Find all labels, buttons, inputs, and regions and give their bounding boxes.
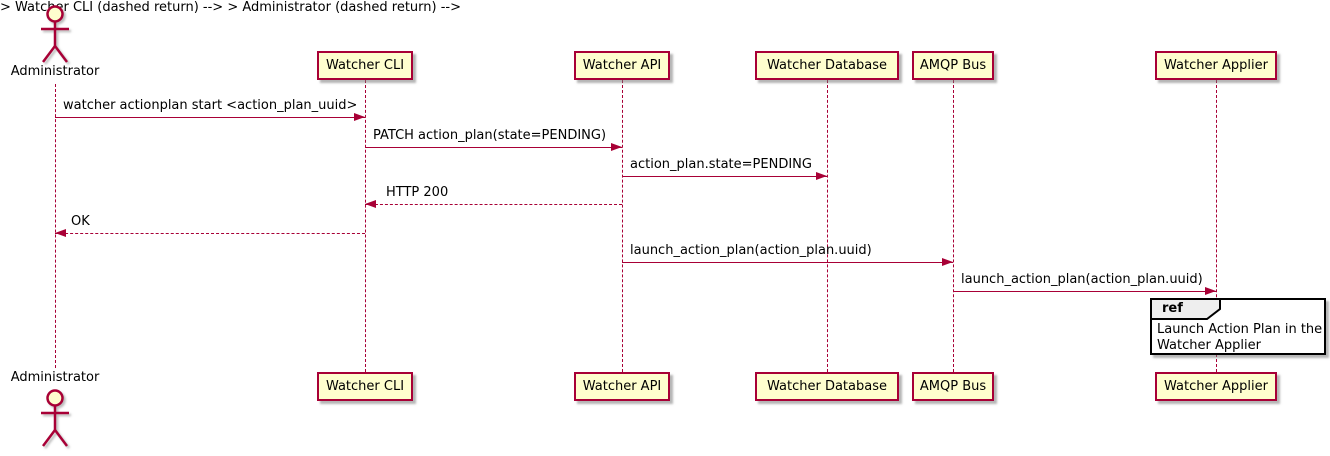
message-label: HTTP 200 <box>386 185 449 200</box>
message-line <box>622 262 953 263</box>
arrowhead-right-icon <box>1205 287 1216 295</box>
lifeline-watcher-api <box>622 80 623 372</box>
message-label: launch_action_plan(action_plan.uuid) <box>630 243 872 258</box>
message-label: PATCH action_plan(state=PENDING) <box>373 128 607 143</box>
ref-keyword: ref <box>1162 301 1183 316</box>
participant-watcher-applier-bottom: Watcher Applier <box>1155 372 1277 401</box>
actor-label-administrator-bottom: Administrator <box>10 370 100 385</box>
message-line <box>953 291 1216 292</box>
ref-text-line1: Launch Action Plan in the <box>1157 322 1323 337</box>
message-line <box>365 147 622 148</box>
actor-icon <box>41 389 69 447</box>
message-label: launch_action_plan(action_plan.uuid) <box>961 272 1203 287</box>
participant-watcher-database-top: Watcher Database <box>755 51 899 80</box>
lifeline-watcher-applier <box>1216 80 1217 372</box>
lifeline-administrator <box>55 84 56 368</box>
message-label: watcher actionplan start <action_plan_uu… <box>63 98 358 113</box>
participant-watcher-api-bottom: Watcher API <box>574 372 670 401</box>
participant-watcher-cli-bottom: Watcher CLI <box>317 372 413 401</box>
arrowhead-right-icon <box>816 172 827 180</box>
message-label: OK <box>71 214 90 229</box>
message-line <box>622 176 827 177</box>
lifeline-watcher-database <box>827 80 828 372</box>
actor-label-administrator-top: Administrator <box>10 64 100 79</box>
ref-text-line2: Watcher Applier <box>1157 338 1261 353</box>
arrowhead-left-icon <box>55 229 66 237</box>
arrowhead-left-icon <box>365 200 376 208</box>
participant-amqp-bus-bottom: AMQP Bus <box>912 372 994 401</box>
participant-watcher-database-bottom: Watcher Database <box>755 372 899 401</box>
message-line <box>365 204 622 205</box>
participant-amqp-bus-top: AMQP Bus <box>912 51 994 80</box>
ref-header-pentagon <box>1150 298 1221 320</box>
participant-watcher-cli-top: Watcher CLI <box>317 51 413 80</box>
ref-text: Launch Action Plan in the Watcher Applie… <box>1157 322 1322 354</box>
message-line <box>55 117 365 118</box>
lifeline-watcher-cli <box>365 80 366 372</box>
participant-watcher-api-top: Watcher API <box>574 51 670 80</box>
actor-icon <box>41 5 69 63</box>
message-label: action_plan.state=PENDING <box>630 157 812 172</box>
lifeline-amqp-bus <box>953 80 954 372</box>
ref-fragment: ref Launch Action Plan in the Watcher Ap… <box>1150 298 1326 355</box>
arrowhead-right-icon <box>611 143 622 151</box>
participant-watcher-applier-top: Watcher Applier <box>1155 51 1277 80</box>
arrowhead-right-icon <box>354 113 365 121</box>
message-line <box>55 233 365 234</box>
arrowhead-right-icon <box>942 258 953 266</box>
